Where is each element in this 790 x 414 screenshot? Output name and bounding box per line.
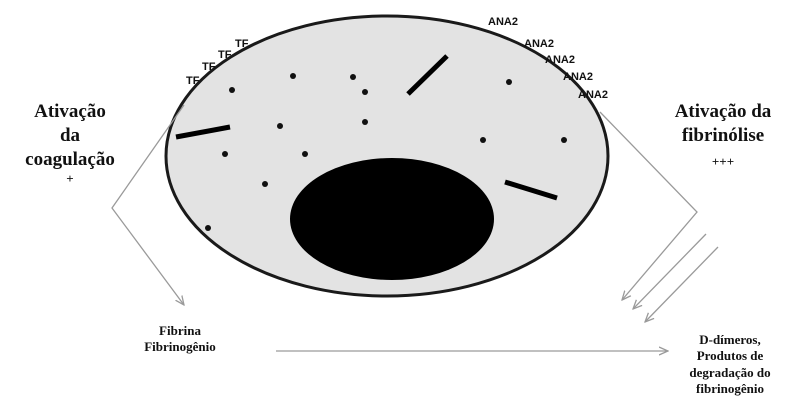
granule-dot xyxy=(262,181,268,187)
ana2-marker: ANA2 xyxy=(524,38,554,50)
granule-dot xyxy=(205,225,211,231)
ana2-marker: ANA2 xyxy=(545,54,575,66)
tf-marker: TF xyxy=(218,49,232,61)
granule-dot xyxy=(290,73,296,79)
fibrinolysis-label: Ativação da fibrinólise +++ xyxy=(660,100,786,170)
coagulation-line-3: coagulação xyxy=(2,148,138,172)
degradation-line-2: Produtos de xyxy=(670,348,790,364)
fibrinolysis-line-1: Ativação da xyxy=(660,100,786,124)
cell-nucleus xyxy=(290,158,494,280)
tf-marker: TF xyxy=(202,61,216,73)
granule-dot xyxy=(480,137,486,143)
granule-dot xyxy=(302,151,308,157)
granule-dot xyxy=(362,89,368,95)
ana2-marker: ANA2 xyxy=(488,16,518,28)
granule-dot xyxy=(561,137,567,143)
degradation-line-3: degradação do xyxy=(670,365,790,381)
tf-marker: TF xyxy=(235,38,249,50)
coagulation-intensity: + xyxy=(2,171,138,187)
granule-dot xyxy=(222,151,228,157)
tf-marker: TF xyxy=(186,75,200,87)
coagulation-line-1: Ativação xyxy=(2,100,138,124)
fibrin-line-1: Fibrina xyxy=(120,323,240,339)
fibrin-line-2: Fibrinogênio xyxy=(120,339,240,355)
degradation-line-4: fibrinogênio xyxy=(670,381,790,397)
fibrin-label: Fibrina Fibrinogênio xyxy=(120,323,240,356)
granule-dot xyxy=(350,74,356,80)
granule-dot xyxy=(506,79,512,85)
degradation-label: D-dímeros, Produtos de degradação do fib… xyxy=(670,332,790,397)
granule-dot xyxy=(277,123,283,129)
fibrinolysis-intensity: +++ xyxy=(660,154,786,170)
ana2-marker: ANA2 xyxy=(563,71,593,83)
granule-dot xyxy=(362,119,368,125)
degradation-line-1: D-dímeros, xyxy=(670,332,790,348)
granule-dot xyxy=(229,87,235,93)
ana2-marker: ANA2 xyxy=(578,89,608,101)
coagulation-label: Ativação da coagulação + xyxy=(2,100,138,188)
fibrinolysis-line-2: fibrinólise xyxy=(660,124,786,148)
coagulation-line-2: da xyxy=(2,124,138,148)
